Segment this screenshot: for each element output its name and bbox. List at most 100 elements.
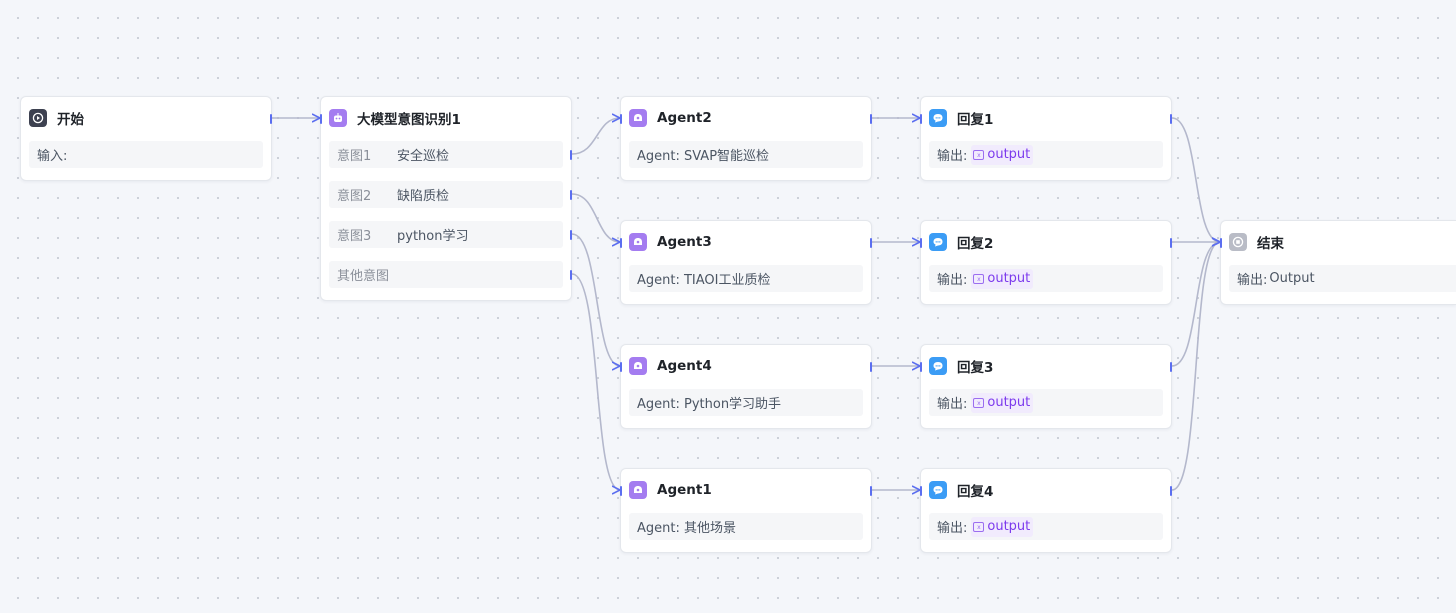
variable-tag[interactable]: x output [971, 516, 1034, 537]
reply-node-3[interactable]: 回复3 输出: x output [920, 344, 1172, 429]
intent-3-output-handle[interactable] [570, 230, 572, 240]
agent-desc-row: Agent: 其他场景 [629, 513, 863, 540]
agent-node-agent1[interactable]: Agent1 Agent: 其他场景 [620, 468, 872, 553]
reply-output-row: 输出: x output [929, 389, 1163, 416]
reply-node-title: 回复4 [957, 484, 994, 500]
agent-icon [629, 357, 647, 375]
edge-reply1-end [1171, 117, 1220, 242]
agent-node-title: Agent1 [657, 482, 712, 498]
reply-output-row: 输出: x output [929, 513, 1163, 540]
agent-node-agent4[interactable]: Agent4 Agent: Python学习助手 [620, 344, 872, 429]
agent-desc: Agent: 其他场景 [637, 521, 736, 536]
reply-input-handle[interactable] [920, 238, 922, 248]
intent-value: python学习 [397, 229, 469, 244]
intent-row-other: 其他意图 [329, 261, 563, 288]
agent-icon [629, 109, 647, 127]
agent-output-handle[interactable] [870, 486, 872, 496]
reply-node-title: 回复2 [957, 236, 994, 252]
reply-node-4[interactable]: 回复4 输出: x output [920, 468, 1172, 553]
agent-output-handle[interactable] [870, 238, 872, 248]
reply-output-handle[interactable] [1170, 238, 1172, 248]
agent-output-handle[interactable] [870, 114, 872, 124]
reply-input-handle[interactable] [920, 114, 922, 124]
intent-value: 缺陷质检 [397, 189, 450, 204]
agent-desc-row: Agent: Python学习助手 [629, 389, 863, 416]
edge-other-agent1 [571, 273, 620, 490]
variable-tag[interactable]: x output [971, 268, 1034, 289]
reply-output-handle[interactable] [1170, 362, 1172, 372]
edge-reply4-end [1171, 242, 1220, 491]
agent-node-title: Agent2 [657, 110, 712, 126]
agent-icon [629, 233, 647, 251]
reply-output-row: 输出: x output [929, 141, 1163, 168]
reply-node-title: 回复3 [957, 360, 994, 376]
intent-label: 意图3 [337, 229, 372, 244]
end-node[interactable]: 结束 输出: Output [1220, 220, 1456, 305]
chat-bubble-icon [929, 481, 947, 499]
reply-node-2[interactable]: 回复2 输出: x output [920, 220, 1172, 305]
end-output-row: 输出: Output [1229, 265, 1456, 292]
edge-intent2-agent3 [571, 193, 620, 242]
edge-reply3-end [1171, 242, 1220, 367]
reply-input-handle[interactable] [920, 362, 922, 372]
intent-node[interactable]: 大模型意图识别1 意图1 安全巡检 意图2 缺陷质检 意图3 python学习 … [320, 96, 572, 301]
intent-label: 意图1 [337, 149, 372, 164]
intent-value: 安全巡检 [397, 149, 450, 164]
start-output-handle[interactable] [270, 114, 272, 124]
variable-name: output [987, 147, 1031, 162]
agent-icon [629, 481, 647, 499]
agent-input-handle[interactable] [620, 114, 622, 124]
intent-row-3: 意图3 python学习 [329, 221, 563, 248]
agent-node-agent2[interactable]: Agent2 Agent: SVAP智能巡检 [620, 96, 872, 181]
intent-row-1: 意图1 安全巡检 [329, 141, 563, 168]
agent-node-title: Agent4 [657, 358, 712, 374]
chat-bubble-icon [929, 357, 947, 375]
reply-node-title: 回复1 [957, 112, 994, 128]
agent-node-agent3[interactable]: Agent3 Agent: TIAOI工业质检 [620, 220, 872, 305]
intent-1-output-handle[interactable] [570, 150, 572, 160]
robot-icon [329, 109, 347, 127]
start-input-row: 输入: [29, 141, 263, 168]
stop-icon [1229, 233, 1247, 251]
variable-tag[interactable]: x output [971, 144, 1034, 165]
reply-output-label: 输出: [937, 149, 968, 164]
agent-input-handle[interactable] [620, 486, 622, 496]
reply-output-row: 输出: x output [929, 265, 1163, 292]
variable-tag[interactable]: x output [971, 392, 1034, 413]
agent-input-handle[interactable] [620, 362, 622, 372]
intent-other-output-handle[interactable] [570, 270, 572, 280]
variable-name: output [987, 395, 1031, 410]
agent-desc: Agent: TIAOI工业质检 [637, 273, 771, 288]
play-icon [29, 109, 47, 127]
chat-bubble-icon [929, 109, 947, 127]
variable-icon: x [973, 521, 985, 532]
agent-desc-row: Agent: TIAOI工业质检 [629, 265, 863, 292]
agent-desc-row: Agent: SVAP智能巡检 [629, 141, 863, 168]
reply-output-label: 输出: [937, 397, 968, 412]
start-node[interactable]: 开始 输入: [20, 96, 272, 181]
intent-2-output-handle[interactable] [570, 190, 572, 200]
intent-node-title: 大模型意图识别1 [357, 112, 461, 128]
agent-desc: Agent: Python学习助手 [637, 397, 782, 412]
variable-icon: x [973, 397, 985, 408]
intent-input-handle[interactable] [320, 114, 322, 124]
edge-intent3-agent4 [571, 233, 620, 366]
intent-label: 意图2 [337, 189, 372, 204]
start-input-label: 输入: [37, 149, 68, 164]
variable-name: output [987, 519, 1031, 534]
variable-name: output [987, 271, 1031, 286]
chat-bubble-icon [929, 233, 947, 251]
end-input-handle[interactable] [1220, 238, 1222, 248]
reply-input-handle[interactable] [920, 486, 922, 496]
start-node-title: 开始 [57, 112, 84, 128]
reply-output-handle[interactable] [1170, 486, 1172, 496]
agent-node-title: Agent3 [657, 234, 712, 250]
reply-node-1[interactable]: 回复1 输出: x output [920, 96, 1172, 181]
edge-intent1-agent2 [571, 118, 620, 155]
reply-output-label: 输出: [937, 273, 968, 288]
agent-output-handle[interactable] [870, 362, 872, 372]
reply-output-label: 输出: [937, 521, 968, 536]
end-output-value: Output [1269, 271, 1315, 286]
reply-output-handle[interactable] [1170, 114, 1172, 124]
agent-input-handle[interactable] [620, 238, 622, 248]
